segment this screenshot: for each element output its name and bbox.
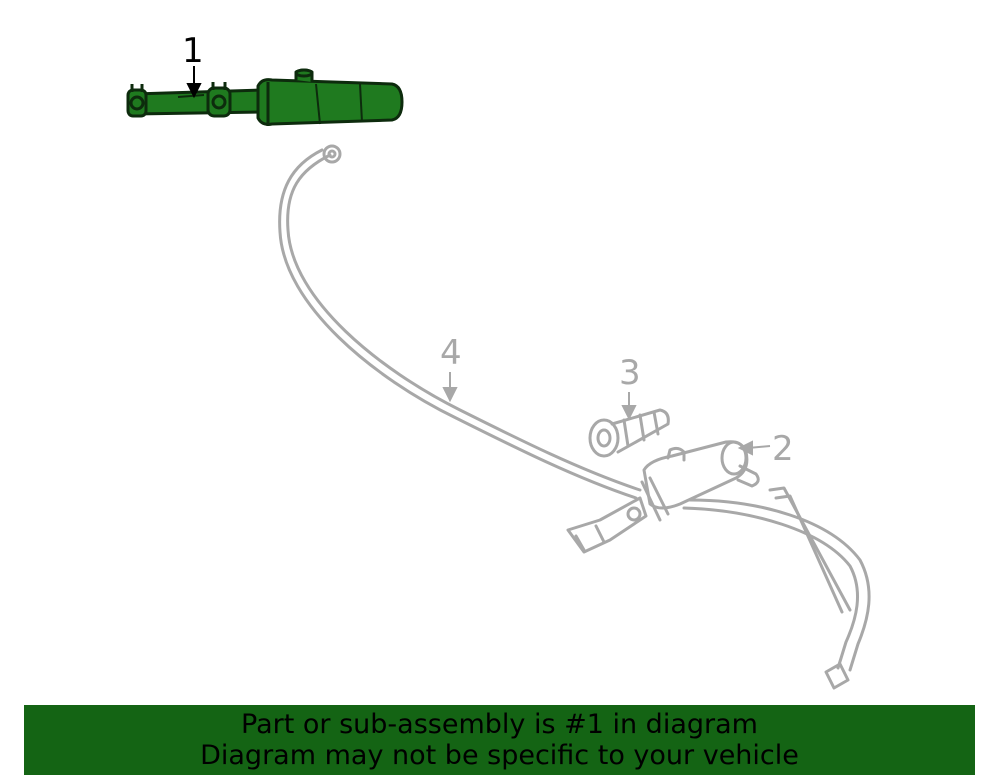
part-4-hose bbox=[278, 144, 642, 500]
banner-line-2: Diagram may not be specific to your vehi… bbox=[200, 740, 799, 771]
banner-line-1: Part or sub-assembly is #1 in diagram bbox=[241, 709, 758, 740]
callout-4: 4 bbox=[440, 333, 462, 373]
callout-arrow-1 bbox=[186, 66, 202, 99]
callout-3: 3 bbox=[619, 353, 641, 393]
part-1-washer-nozzle[interactable] bbox=[126, 68, 404, 126]
parts-diagram: 1 2 3 4 bbox=[126, 31, 871, 690]
callout-arrow-2 bbox=[737, 440, 771, 456]
ghost-assembly bbox=[278, 144, 871, 690]
callout-2: 2 bbox=[772, 429, 794, 469]
info-banner: Part or sub-assembly is #1 in diagram Di… bbox=[24, 705, 975, 775]
callout-1: 1 bbox=[182, 31, 204, 71]
part-3-bolt bbox=[588, 408, 670, 458]
callout-arrow-3 bbox=[621, 392, 637, 421]
callout-arrow-4 bbox=[442, 372, 458, 403]
part-2-pump bbox=[566, 440, 871, 690]
